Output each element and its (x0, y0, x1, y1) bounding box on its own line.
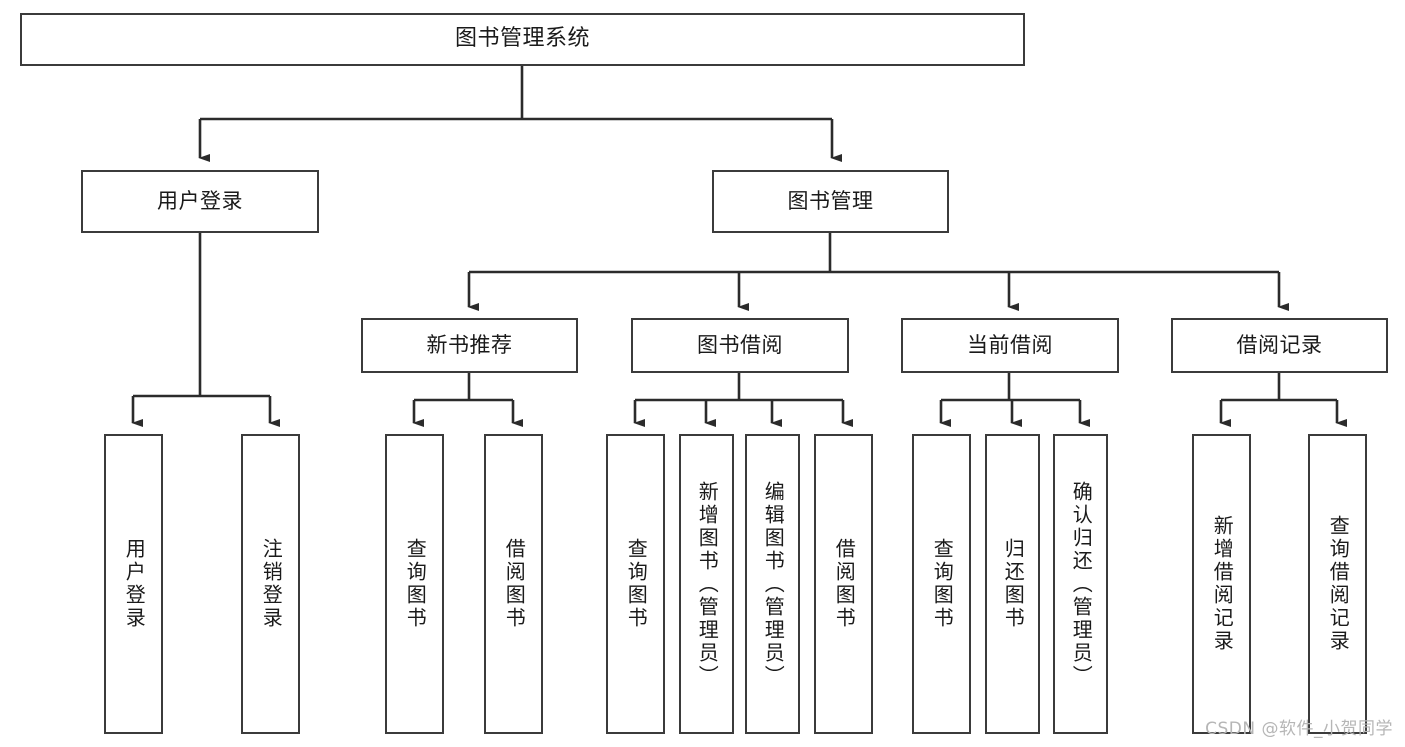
leaf-add-borrow-record[interactable]: 新增借阅记录 (1192, 434, 1251, 734)
leaf-return-book[interactable]: 归还图书 (985, 434, 1040, 734)
leaf-add-book-admin[interactable]: 新增图书（管理员） (679, 434, 734, 734)
connectors-book-borrow (633, 373, 853, 427)
node-label: 查询借阅记录 (1326, 515, 1351, 653)
leaf-query-book-borrow[interactable]: 查询图书 (606, 434, 665, 734)
node-label: 查询图书 (403, 538, 428, 630)
node-label: 编辑图书（管理员） (761, 480, 786, 688)
node-label: 当前借阅 (967, 333, 1053, 358)
node-label: 新书推荐 (426, 333, 513, 358)
leaf-logout-login[interactable]: 注销登录 (241, 434, 300, 734)
node-label: 用户登录 (122, 538, 147, 630)
connectors-current-borrow (939, 373, 1090, 427)
leaf-query-book-current[interactable]: 查询图书 (912, 434, 971, 734)
connectors-borrow-record (1219, 373, 1347, 427)
node-borrow-record[interactable]: 借阅记录 (1171, 318, 1388, 373)
leaf-query-book-recommend[interactable]: 查询图书 (385, 434, 444, 734)
node-label: 查询图书 (930, 538, 955, 630)
leaf-user-login[interactable]: 用户登录 (104, 434, 163, 734)
node-label: 借阅图书 (502, 538, 527, 630)
connectors-root (198, 66, 842, 162)
node-label: 查询图书 (624, 538, 649, 630)
node-label: 注销登录 (259, 538, 284, 630)
node-new-book-recommend[interactable]: 新书推荐 (361, 318, 578, 373)
leaf-borrow-book[interactable]: 借阅图书 (814, 434, 873, 734)
connectors-user-login (131, 233, 280, 427)
leaf-query-borrow-record[interactable]: 查询借阅记录 (1308, 434, 1367, 734)
node-label: 确认归还（管理员） (1069, 480, 1094, 688)
node-label: 新增图书（管理员） (695, 480, 720, 688)
node-user-login[interactable]: 用户登录 (81, 170, 319, 233)
node-label: 新增借阅记录 (1210, 515, 1235, 653)
connectors-new-book-recommend (412, 373, 523, 427)
node-book-borrow[interactable]: 图书借阅 (631, 318, 849, 373)
leaf-borrow-book-recommend[interactable]: 借阅图书 (484, 434, 543, 734)
node-label: 图书借阅 (697, 333, 783, 358)
node-label: 归还图书 (1001, 538, 1026, 630)
node-label: 借阅记录 (1236, 333, 1323, 358)
node-label: 用户登录 (157, 189, 243, 214)
leaf-confirm-return-admin[interactable]: 确认归还（管理员） (1053, 434, 1108, 734)
node-book-management-system[interactable]: 图书管理系统 (20, 13, 1025, 66)
leaf-edit-book-admin[interactable]: 编辑图书（管理员） (745, 434, 800, 734)
node-label: 图书管理系统 (454, 26, 590, 52)
node-label: 图书管理 (787, 189, 874, 214)
node-book-management[interactable]: 图书管理 (712, 170, 949, 233)
connectors-book-management (467, 233, 1289, 311)
node-current-borrow[interactable]: 当前借阅 (901, 318, 1119, 373)
node-label: 借阅图书 (832, 538, 857, 630)
